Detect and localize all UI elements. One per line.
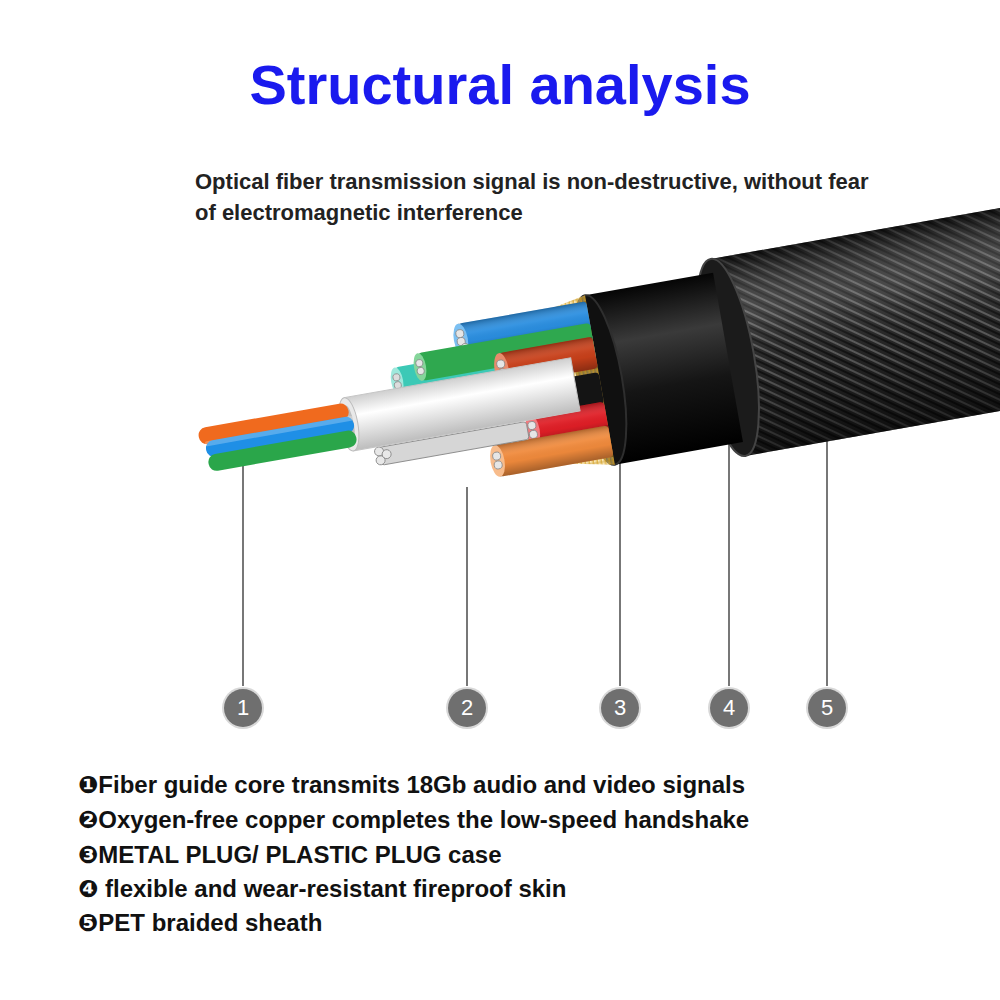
description-line: ❶Fiber guide core transmits 18Gb audio a… bbox=[78, 771, 978, 799]
description-line: ❹ flexible and wear-resistant fireproof … bbox=[78, 875, 978, 903]
subtitle: Optical fiber transmission signal is non… bbox=[195, 166, 875, 228]
leader-line bbox=[466, 487, 468, 686]
description-line: ❺PET braided sheath bbox=[78, 909, 978, 937]
description-line: ❸METAL PLUG/ PLASTIC PLUG case bbox=[78, 841, 978, 869]
cable bbox=[184, 155, 1000, 549]
title: Structural analysis bbox=[0, 52, 1000, 117]
leader-line bbox=[728, 420, 730, 686]
callout-number: 5 bbox=[808, 689, 846, 727]
callout-number: 1 bbox=[224, 689, 262, 727]
leader-line bbox=[619, 440, 621, 686]
callout-number: 4 bbox=[710, 689, 748, 727]
callout-text: 1 bbox=[237, 697, 249, 719]
description-line: ❷Oxygen-free copper completes the low-sp… bbox=[78, 806, 978, 834]
leader-line bbox=[826, 405, 828, 686]
leader-line bbox=[242, 457, 244, 686]
callout-text: 3 bbox=[614, 697, 626, 719]
fiber-tube bbox=[335, 358, 580, 453]
callout-text: 2 bbox=[461, 697, 473, 719]
callout-text: 4 bbox=[723, 697, 735, 719]
callout-number: 3 bbox=[601, 689, 639, 727]
callout-text: 5 bbox=[821, 697, 833, 719]
callout-number: 2 bbox=[448, 689, 486, 727]
optical-fibers bbox=[197, 402, 357, 473]
